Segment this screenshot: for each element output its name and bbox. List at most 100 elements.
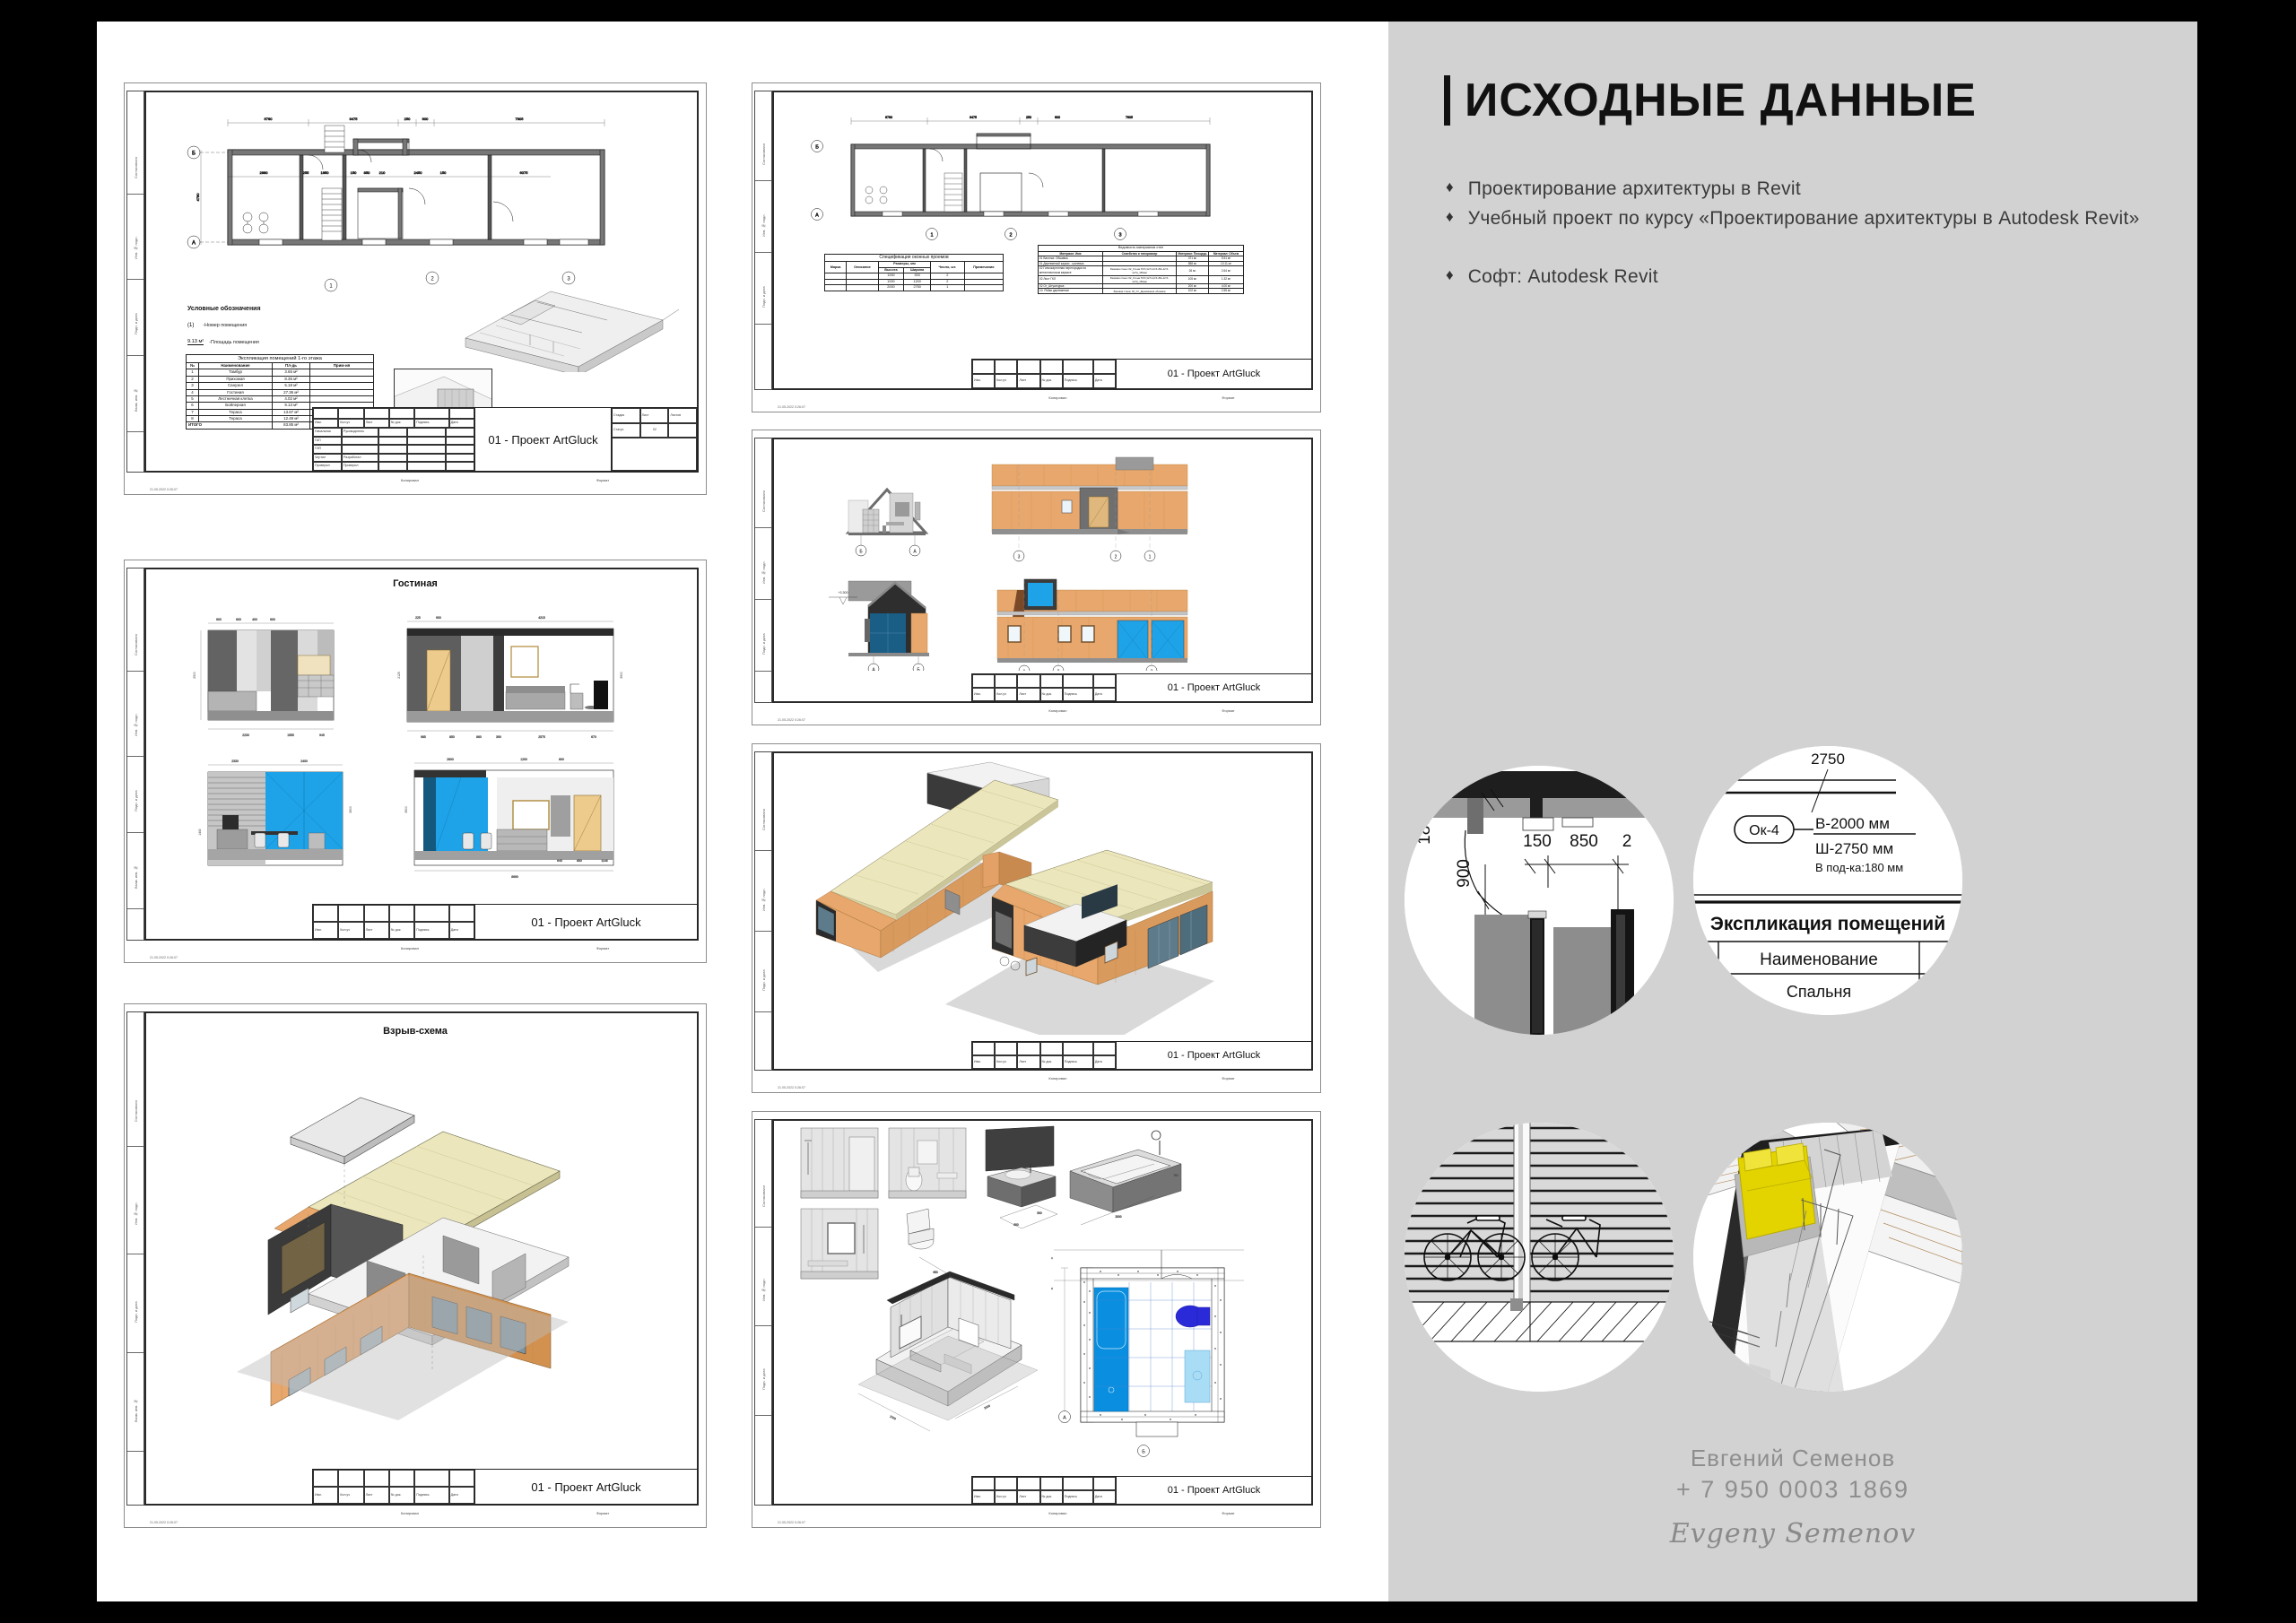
tb-foot-left: Копировал — [1048, 708, 1067, 713]
svg-text:700: 700 — [1173, 1174, 1178, 1177]
sheet-axonometric[interactable]: Согласовано Инв. № подл. Подп. и дата — [752, 743, 1321, 1093]
page-title: ИСХОДНЫЕ ДАННЫЕ — [1465, 74, 1977, 126]
svg-text:А: А — [1063, 1416, 1066, 1421]
tb-foot-left: Копировал — [1048, 395, 1067, 400]
plan-legend: Условные обозначения (1) -Номер помещени… — [187, 306, 394, 345]
svg-text:1: 1 — [930, 233, 933, 239]
svg-text:6790: 6790 — [265, 117, 274, 121]
svg-text:6790: 6790 — [885, 116, 892, 119]
title-block-footer: Копировал Формат — [312, 944, 698, 950]
schedule-col-name: Наименование — [1760, 950, 1878, 969]
bullet-text-2: Софт: Autodesk Revit — [1467, 265, 1658, 287]
tb-role-2: ГИП — [313, 445, 342, 454]
bullet-diamond-icon: ♦ — [1446, 265, 1454, 283]
sheet-exploded-view[interactable]: Согласовано Инв. № подл. Подп. и дата Вз… — [124, 1003, 707, 1528]
svg-text:2000: 2000 — [1115, 1215, 1121, 1219]
svg-text:2: 2 — [1057, 669, 1060, 671]
svg-text:255: 255 — [303, 170, 309, 175]
svg-text:3: 3 — [1151, 669, 1153, 671]
bullet-text-0: Проектирование архитектуры в Revit — [1467, 178, 1801, 199]
tb-role-4: Проверил — [313, 462, 342, 471]
sheet-side-strip: Согласовано Инв. № подл. Подп. и дата Вз… — [126, 91, 144, 473]
axonometric-views-drawing — [815, 761, 1214, 1035]
legend-text-room-number: -Номер помещения — [203, 323, 248, 328]
sheet-project-title: 01 - Проект ArtGluck — [474, 408, 611, 471]
tb-col-4: Подпись — [414, 922, 449, 939]
title-block-footer: Копировал Формат — [971, 1509, 1312, 1515]
tb-stage-value: 02 — [639, 422, 669, 438]
title-block-footer: Копировал Формат — [312, 476, 698, 482]
tb-col-0: Изм. — [972, 374, 996, 388]
callout-door-detail[interactable]: 150 850 2 180 900 — [1405, 766, 1674, 1035]
page-title-row: ИСХОДНЫЕ ДАННЫЕ — [1444, 74, 1977, 127]
schedule-header-1: Наименование — [198, 362, 273, 370]
svg-text:1440: 1440 — [198, 829, 202, 836]
sheet-frame — [772, 1119, 1313, 1506]
legend-item-room-area: 9.13 м² -Площадь помещения — [187, 339, 394, 345]
sheet-side-strip: Согласовано Инв. № подл. Подп. и дата — [754, 91, 772, 390]
title-block-left: Изм. Кол.уч Лист № док. Подпись Дата — [313, 1470, 474, 1504]
sheet-living-room[interactable]: Согласовано Инв. № подл. Подп. и дата Вз… — [124, 560, 707, 963]
svg-text:900: 900 — [1455, 859, 1474, 888]
svg-text:А: А — [872, 667, 875, 671]
tb-foot-left: Копировал — [400, 478, 419, 482]
tb-col-5: Дата — [448, 419, 474, 428]
sheet-project-title: 01 - Проект ArtGluck — [474, 905, 697, 939]
svg-text:3: 3 — [1018, 554, 1021, 560]
tb-foot-right: Формат — [1222, 708, 1235, 713]
callout-bicycle-facade-detail[interactable] — [1405, 1123, 1674, 1392]
tb-col-0: Изм. — [313, 419, 339, 428]
tb-col-5: Дата — [1092, 1055, 1116, 1069]
sheet-side-strip: Согласовано Инв. № подл. Подп. и дата — [754, 751, 772, 1071]
svg-text:850: 850 — [1570, 832, 1598, 851]
axonometric-thumbnail — [465, 291, 680, 372]
sheets-area: Согласовано Инв. № подл. Подп. и дата Вз… — [97, 22, 1388, 1601]
tb-col-3: № док. — [388, 922, 415, 939]
title-block: Изм. Кол.уч Лист № док. Подпись Дата 01 … — [971, 1041, 1312, 1070]
exploded-axonometric-drawing — [237, 1097, 570, 1420]
svg-text:3: 3 — [567, 277, 570, 282]
tb-col-1: Кол.уч — [338, 419, 364, 428]
title-block: Изм. Кол.уч Лист № док. Подпись Дата 01 … — [312, 1469, 698, 1505]
sheet-floor-plan[interactable]: Согласовано Инв. № подл. Подп. и дата Вз… — [124, 82, 707, 495]
svg-text:600: 600 — [236, 618, 241, 621]
title-block-left: Изм. Кол.уч Лист № док. Подпись Дата — [972, 360, 1116, 388]
legend-symbol-room-number: (1) — [187, 323, 195, 328]
sheet-project-title: 01 - Проект ArtGluck — [1116, 360, 1311, 388]
ws-h1: Описание — [846, 261, 879, 274]
sheet-bathroom[interactable]: Согласовано Инв. № подл. Подп. и дата — [752, 1111, 1321, 1528]
svg-text:900: 900 — [422, 117, 429, 121]
tb-col-0: Изм. — [313, 1487, 339, 1504]
tb-stage-label: Статус — [612, 422, 640, 438]
window-tag-label: Ок-4 — [1749, 823, 1779, 838]
title-block: Изм. Кол.уч Лист № док. Подпись Дата 01 … — [971, 673, 1312, 702]
bullet-diamond-icon: ♦ — [1446, 208, 1454, 226]
tb-role-r0: Руководитель — [341, 428, 378, 437]
sheet-plan-specs[interactable]: Согласовано Инв. № подл. Подп. и дата — [752, 82, 1321, 412]
grid-bubbles-bottom: 1 2 3 — [324, 271, 576, 292]
svg-text:А: А — [913, 549, 917, 554]
svg-text:2575: 2575 — [538, 735, 545, 739]
tb-foot-left: Копировал — [400, 1511, 419, 1515]
sheet-project-title: 01 - Проект ArtGluck — [1116, 1477, 1311, 1504]
ws-h3: Число, шт. — [930, 261, 965, 274]
svg-text:150: 150 — [1523, 832, 1552, 851]
callout-window-tag-detail[interactable]: 2750 Ок-4 В-2000 мм Ш-2750 мм В под-ка:1… — [1693, 746, 1962, 1015]
legend-item-room-number: (1) -Номер помещения — [187, 323, 394, 328]
tb-col-4: Подпись — [414, 1487, 449, 1504]
schedule-header-3: Прим-ия — [309, 362, 374, 370]
svg-text:1: 1 — [1023, 669, 1026, 671]
sheet-frame — [144, 568, 699, 941]
tb-col-2: Лист — [363, 1487, 389, 1504]
callout-bedroom-cutaway-detail[interactable] — [1693, 1123, 1962, 1392]
author-handwritten-signature: Evgeny Semenov — [1669, 1518, 1917, 1549]
presentation-slide: Согласовано Инв. № подл. Подп. и дата Вз… — [97, 22, 2197, 1601]
tb-col-2: Лист — [1017, 374, 1040, 388]
sheet-side-strip: Согласовано Инв. № подл. Подп. и дата — [754, 438, 772, 703]
schedule-total-value: 83.85 м² — [272, 421, 310, 430]
tb-col-0: Изм. — [972, 688, 996, 701]
sheet-facades[interactable]: Согласовано Инв. № подл. Подп. и дата — [752, 430, 1321, 725]
